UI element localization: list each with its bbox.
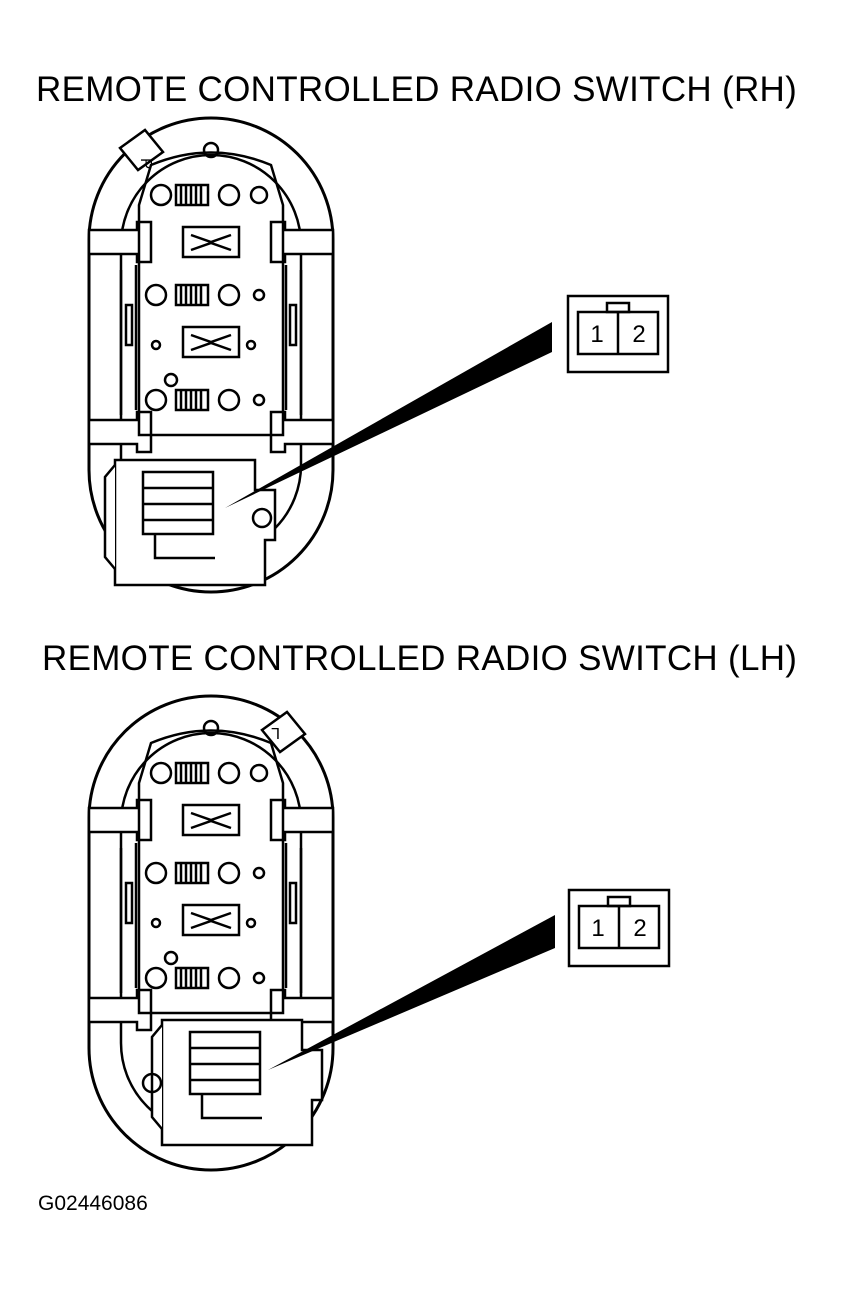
lh-switch-title: REMOTE CONTROLLED RADIO SWITCH (LH) [42, 639, 798, 678]
lh-pin-1: 1 [591, 915, 604, 942]
rh-leader-line [225, 322, 552, 508]
rh-pin-1: 1 [590, 321, 603, 348]
lh-side-marker: L [271, 724, 280, 741]
rh-pin-2: 2 [632, 321, 645, 348]
rh-switch-title: REMOTE CONTROLLED RADIO SWITCH (RH) [36, 70, 798, 109]
lh-pin-2: 2 [633, 915, 646, 942]
rh-side-marker: R [137, 158, 154, 170]
lh-switch-drawing [87, 694, 555, 1172]
lh-leader-line [268, 915, 555, 1070]
lh-connector-pinout: 1 2 [567, 888, 671, 968]
rh-switch-drawing [87, 116, 552, 594]
rh-connector-pinout: 1 2 [566, 294, 670, 374]
figure-code: G02446086 [38, 1192, 148, 1215]
